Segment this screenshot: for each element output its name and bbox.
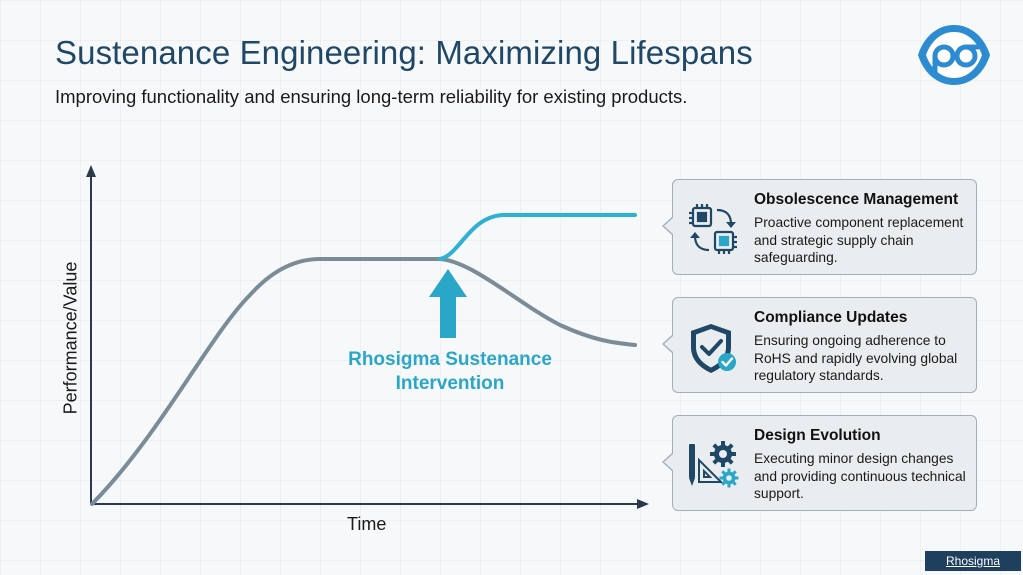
card-obsolescence-management: Obsolescence Management Proactive compon… xyxy=(662,179,977,275)
card-title: Compliance Updates xyxy=(754,309,908,326)
intervention-label-line2: Intervention xyxy=(395,373,505,394)
rhosigma-logo-icon xyxy=(918,25,990,85)
y-axis-label: Performance/Value xyxy=(60,261,81,415)
sustained-curve xyxy=(438,213,637,261)
brand-link[interactable]: Rhosigma xyxy=(925,551,1021,571)
card-design-evolution: Design Evolution Executing minor design … xyxy=(662,415,977,511)
chip-swap-icon xyxy=(689,204,737,254)
card-body: Proactive component replacement and stra… xyxy=(754,215,964,265)
card-title: Obsolescence Management xyxy=(754,191,959,208)
intervention-arrow xyxy=(429,269,467,338)
baseline-curve xyxy=(90,257,637,506)
x-axis xyxy=(91,499,649,509)
x-axis-label: Time xyxy=(347,514,387,534)
card-title: Design Evolution xyxy=(754,427,881,444)
card-body: Executing minor design changes and provi… xyxy=(754,451,966,501)
design-tools-icon xyxy=(689,441,739,488)
y-axis xyxy=(86,165,96,504)
shield-check-icon xyxy=(691,324,736,373)
lifecycle-diagram xyxy=(86,165,649,509)
intervention-label: Rhosigma Sustenance Intervention xyxy=(330,348,570,396)
card-compliance-updates: Compliance Updates Ensuring ongoing adhe… xyxy=(662,297,977,393)
page-title: Sustenance Engineering: Maximizing Lifes… xyxy=(55,34,753,71)
card-body: Ensuring ongoing adherence to RoHS and r… xyxy=(754,333,958,383)
intervention-label-line1: Rhosigma Sustenance xyxy=(348,349,552,370)
page-subtitle: Improving functionality and ensuring lon… xyxy=(55,86,688,107)
